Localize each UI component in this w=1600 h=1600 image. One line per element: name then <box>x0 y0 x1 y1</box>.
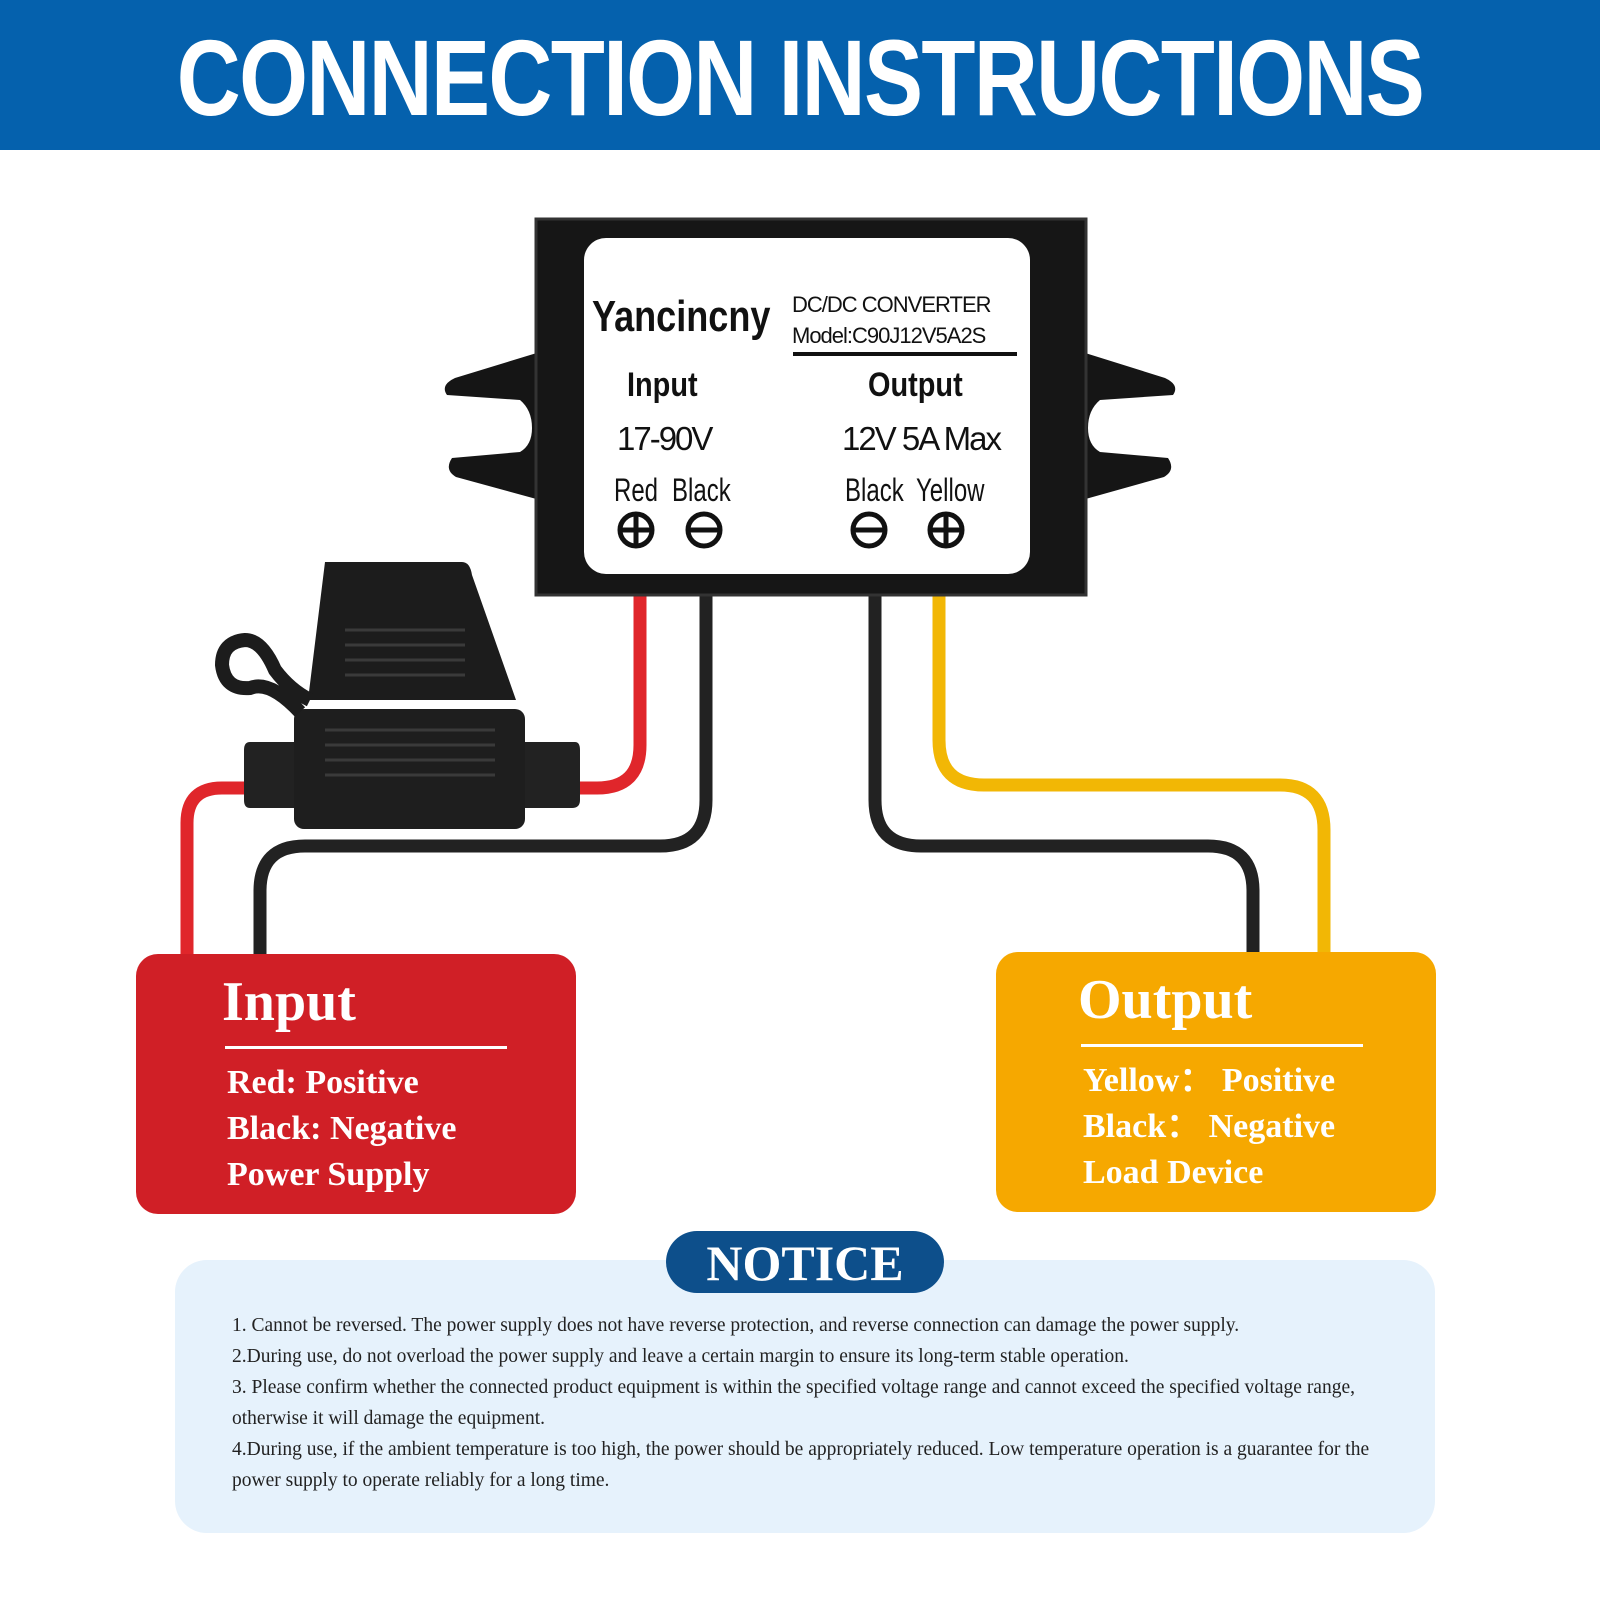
plus-icon-output <box>927 511 965 549</box>
device-type: DC/DC CONVERTER <box>792 292 992 317</box>
minus-icon-output <box>850 511 888 549</box>
notice-list: 1. Cannot be reversed. The power supply … <box>232 1310 1412 1496</box>
fuse-holder-icon <box>214 562 580 829</box>
output-black-wire <box>868 583 1260 961</box>
label-input-heading: Input <box>627 366 698 404</box>
mounting-ear-right <box>1082 352 1176 500</box>
input-voltage-range: 17-90V <box>617 420 713 457</box>
notice-title: NOTICE <box>666 1231 944 1293</box>
input-line-1: Red: Positive <box>227 1064 419 1101</box>
input-info-box: Input Red: Positive Black: Negative Powe… <box>136 954 576 1214</box>
output-wire-yellow-label: Yellow <box>916 472 985 508</box>
label-output-heading: Output <box>868 366 963 404</box>
device-model: Model:C90J12V5A2S <box>792 323 986 348</box>
input-line-2: Black: Negative <box>227 1110 457 1147</box>
output-wire-black-label: Black <box>845 472 904 508</box>
input-box-title: Input <box>222 971 356 1033</box>
output-box-title: Output <box>1078 969 1253 1031</box>
divider <box>225 1046 507 1049</box>
plus-icon-input <box>617 511 655 549</box>
output-info-box: Output Yellow： Positive Black： Negative … <box>996 952 1436 1212</box>
header-banner: CONNECTION INSTRUCTIONS <box>0 0 1600 150</box>
input-wire-black-label: Black <box>672 472 731 508</box>
notice-item: 2.During use, do not overload the power … <box>232 1346 1129 1367</box>
brand-name: Yancincny <box>592 292 771 341</box>
notice-panel <box>175 1260 1435 1533</box>
output-rating: 12V 5A Max <box>842 420 1002 457</box>
converter-label <box>584 238 1030 574</box>
notice-item: 3. Please confirm whether the connected … <box>232 1377 1355 1429</box>
output-line-1: Yellow： Positive <box>1083 1062 1336 1099</box>
input-red-wire <box>553 583 647 795</box>
input-red-wire-supply <box>180 781 259 963</box>
output-line-3: Load Device <box>1083 1154 1264 1191</box>
input-line-3: Power Supply <box>227 1156 430 1193</box>
notice-item: 1. Cannot be reversed. The power supply … <box>232 1315 1240 1336</box>
mounting-ear-left <box>444 352 540 500</box>
divider <box>1081 1044 1363 1047</box>
notice-item: 4.During use, if the ambient temperature… <box>232 1439 1370 1491</box>
output-yellow-wire <box>932 573 1331 961</box>
output-line-2: Black： Negative <box>1083 1108 1336 1145</box>
input-wire-red-label: Red <box>614 472 659 508</box>
minus-icon-input <box>685 511 723 549</box>
page-title: CONNECTION INSTRUCTIONS <box>176 17 1425 138</box>
input-black-wire <box>253 583 713 963</box>
